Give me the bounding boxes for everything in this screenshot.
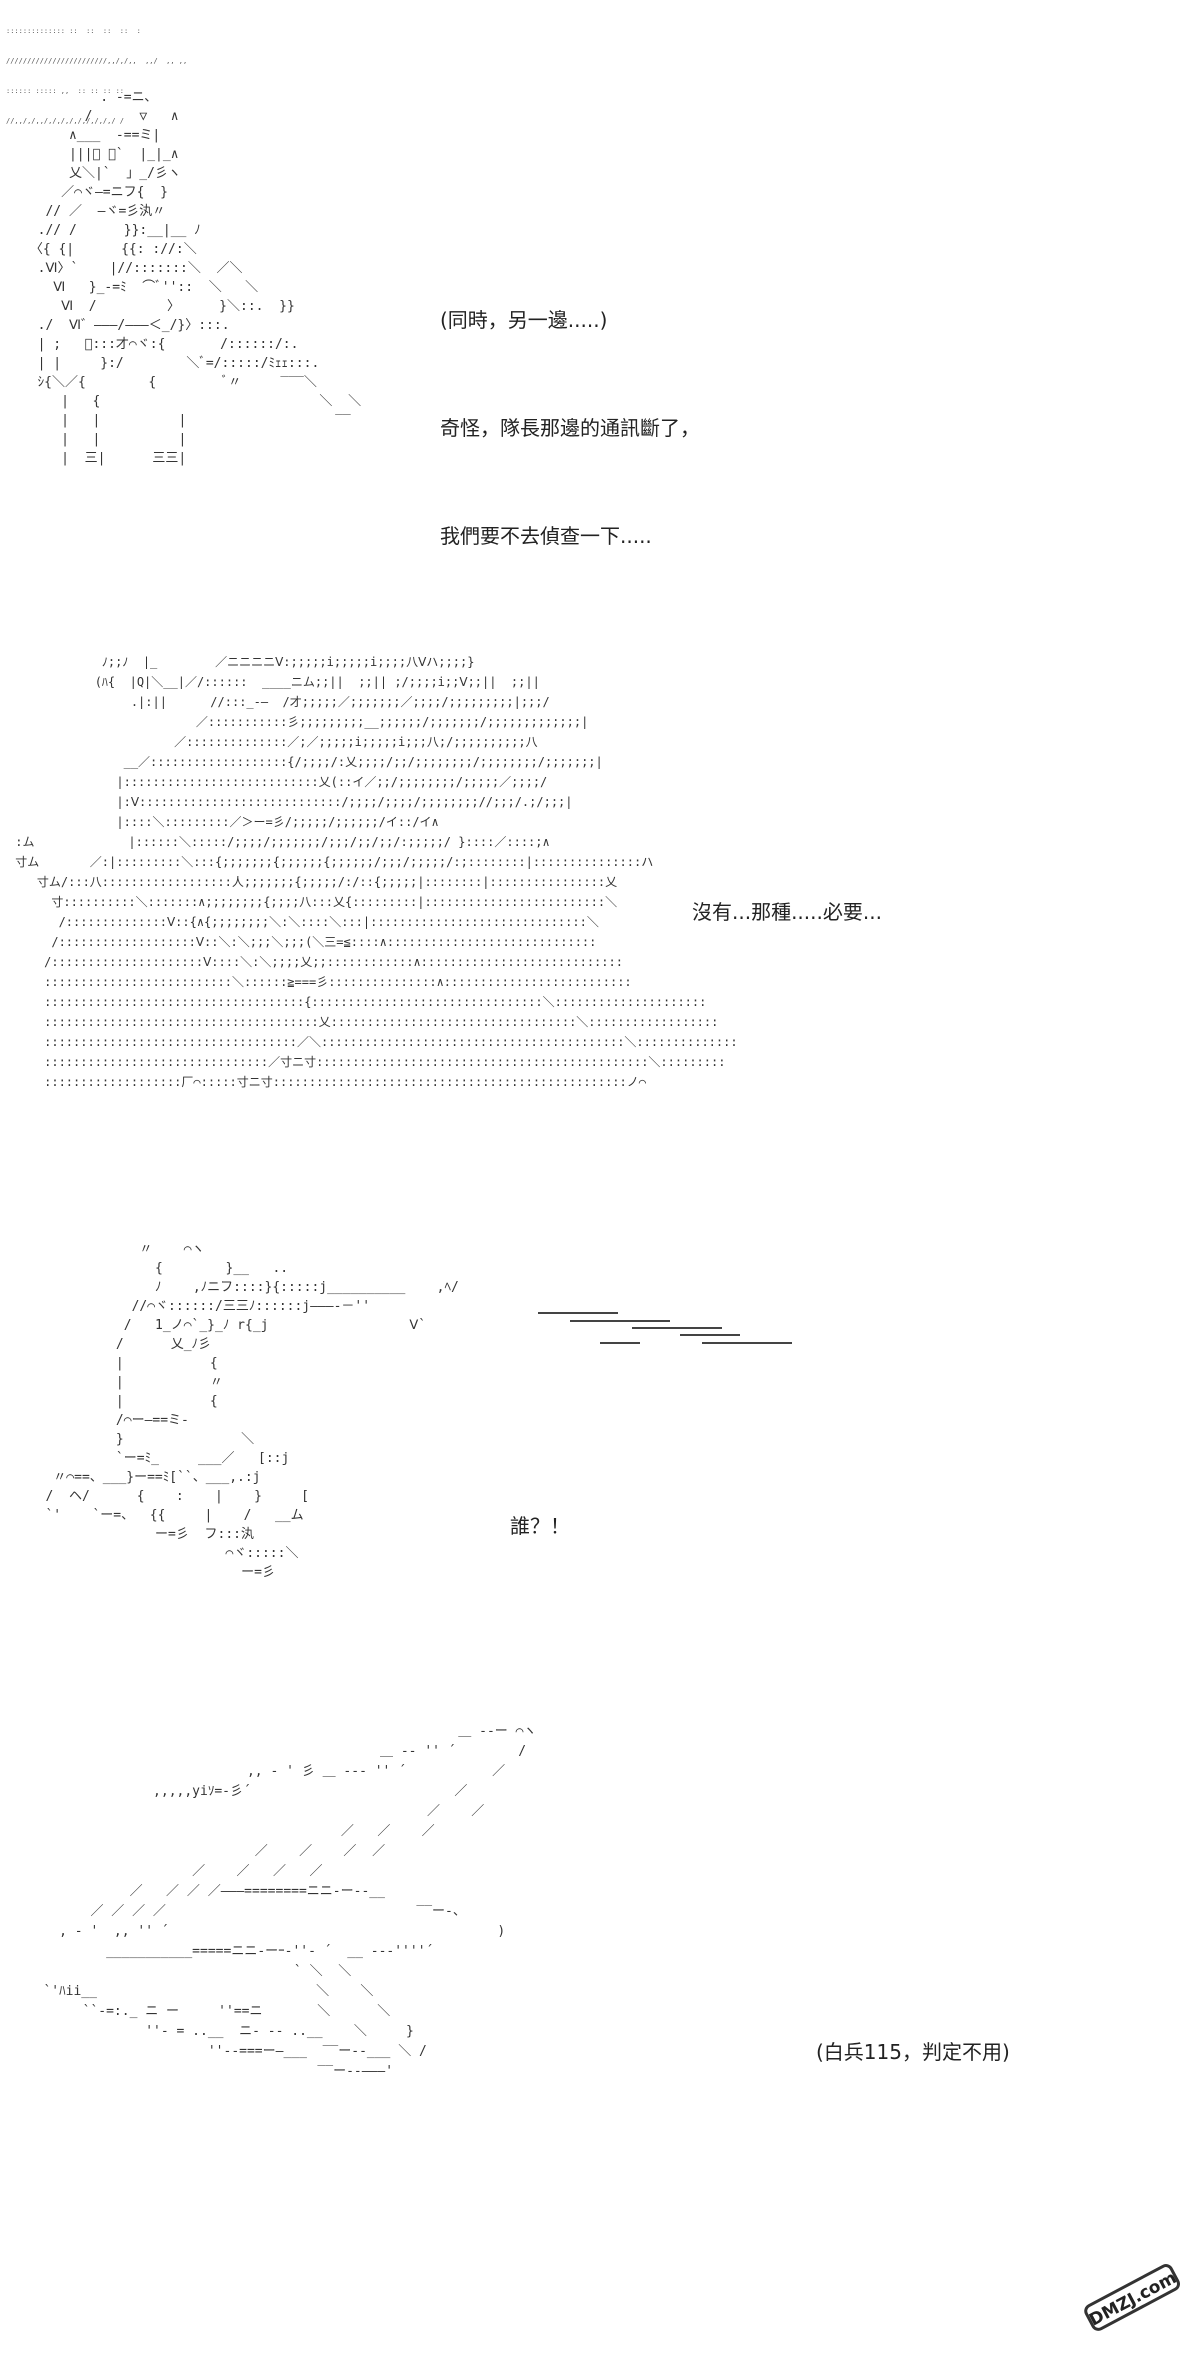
panel2-speech-line: 沒有...那種.....必要... xyxy=(692,900,882,924)
header-dot-line: ////////////////////////,,/,/,, ,,/ ,, ,… xyxy=(6,57,188,65)
panel4-speech: (白兵115，判定不用) xyxy=(816,1962,1010,2106)
panel2-ascii-art: ﾉ;;ﾉ |_ ／ニニニニⅤ:;;;;;i;;;;;i;;;;八Ⅴハ;;;;} … xyxy=(15,655,738,1089)
header-dot-line: :::::: ::::: ,, :: :: :: :: xyxy=(6,87,125,95)
panel1-speech-line: (同時，另一邊.....) xyxy=(440,308,608,332)
header-dot-line: :::::::::::::: :: :: :: :: : xyxy=(6,27,141,35)
panel1-speech-line: 奇怪，隊長那邊的通訊斷了， xyxy=(440,416,700,440)
panel1-speech: (同時，另一邊.....) 奇怪，隊長那邊的通訊斷了， 我們要不去偵查一下...… xyxy=(440,230,700,590)
panel1-speech-line: 我們要不去偵查一下..... xyxy=(440,524,652,548)
site-logo: DMZJ.com xyxy=(1078,2262,1188,2332)
header-dots: :::::::::::::: :: :: :: :: : ///////////… xyxy=(6,6,187,136)
panel4-ascii-art: ＿ -‐ー ⌒ヽ ＿ -‐ '' ´ / ,, - ' 彡 ＿ -‐‐ '' ´… xyxy=(43,1724,537,2079)
header-dot-line: //,,/,/,,/,/,/,/,/,/,/,/,/ / xyxy=(6,117,125,125)
speed-line xyxy=(632,1327,722,1329)
speed-line xyxy=(538,1312,618,1314)
speed-line xyxy=(570,1320,670,1322)
speed-line xyxy=(600,1342,640,1344)
speed-line xyxy=(702,1342,792,1344)
logo-graphic: DMZJ.com xyxy=(1084,2264,1180,2331)
panel3-ascii-art: 〃 ⌒ヽ { }__ .. ﾉ ,ﾉニフ::::}{:::::j________… xyxy=(45,1242,459,1580)
panel1-ascii-art: . -=ニ､ / ▽ ∧ ∧___ -==ミ| |||ﾟ ﾞ` |_|_∧ 乂＼… xyxy=(29,90,362,466)
panel2-speech: 沒有...那種.....必要... xyxy=(692,822,882,966)
speed-line xyxy=(680,1334,740,1336)
panel4-speech-line: (白兵115，判定不用) xyxy=(816,2040,1010,2064)
panel3-speech-line: 誰？！ xyxy=(510,1514,570,1538)
panel3-speech: 誰？！ xyxy=(510,1436,570,1580)
